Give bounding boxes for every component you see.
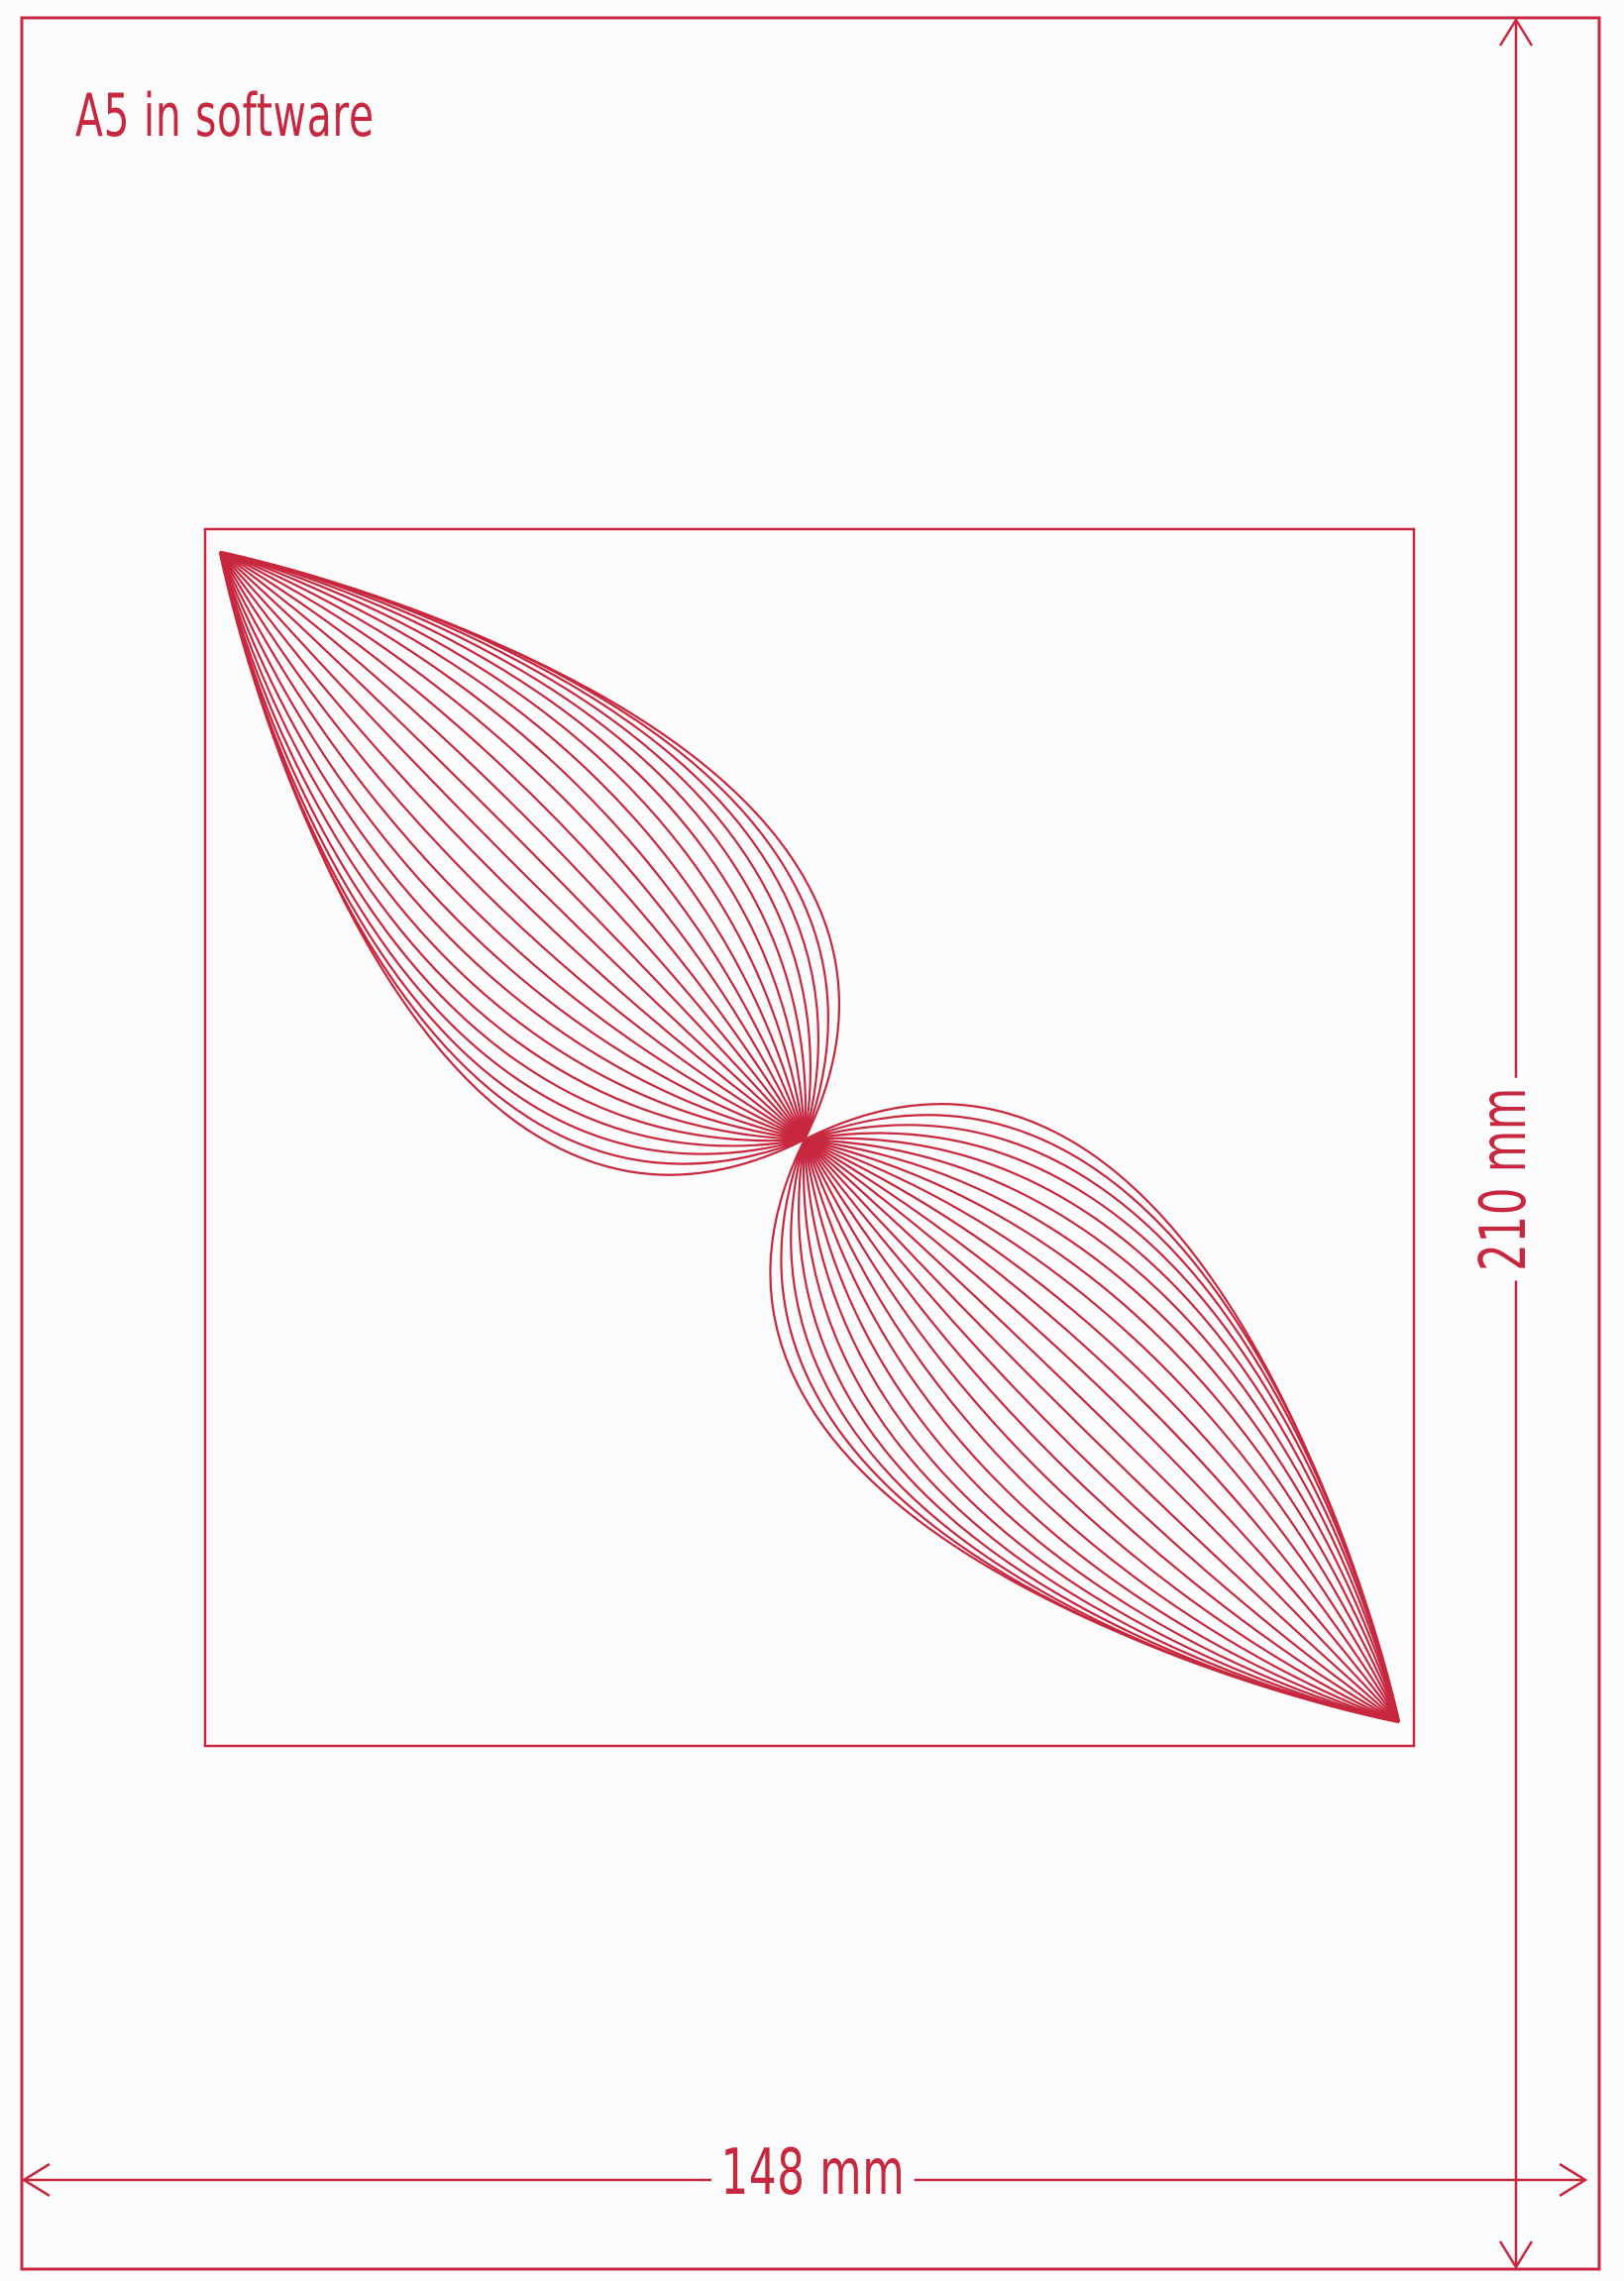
fan-curve	[218, 551, 1401, 1723]
title-label: A5 in software	[75, 81, 375, 151]
page-frame	[20, 16, 1601, 2271]
fan-curve	[219, 550, 1400, 1724]
height-label: 210 mm	[1467, 1077, 1541, 1281]
curve-fan	[218, 550, 1401, 1724]
width-label: 148 mm	[711, 2136, 915, 2210]
square-frame	[203, 527, 1416, 1748]
